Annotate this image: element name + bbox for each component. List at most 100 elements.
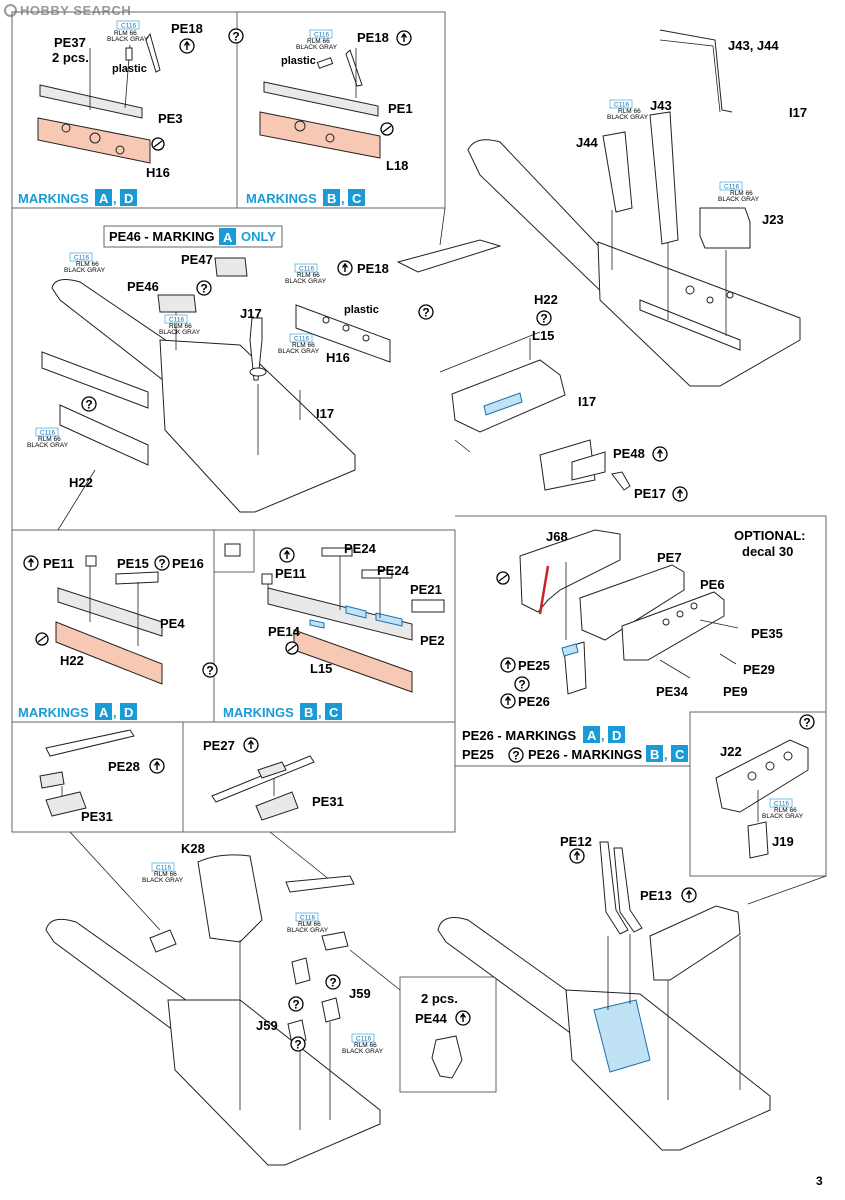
svg-text:BLACK GRAY: BLACK GRAY <box>607 114 649 121</box>
color-callout: C116 RLM 66 BLACK GRAY <box>159 314 201 336</box>
label-pe12: PE12 <box>560 834 592 849</box>
part-instrument-cover <box>649 905 741 981</box>
step-cockpit-side-panels <box>467 29 801 387</box>
either-side-icon <box>81 396 97 413</box>
svg-text:BLACK GRAY: BLACK GRAY <box>27 442 69 449</box>
label-pe24: PE24 <box>344 541 377 556</box>
label-pe16: PE16 <box>172 556 204 571</box>
label-j17: J17 <box>240 306 262 321</box>
callout-line-h22 <box>57 469 96 531</box>
svg-text:C116: C116 <box>356 1036 371 1043</box>
step-j22-j19 <box>715 739 809 859</box>
part-j43-j44-sketch <box>659 29 733 113</box>
label-i17: I17 <box>789 105 807 120</box>
part-j19 <box>747 821 769 859</box>
label-pe14: PE14 <box>268 624 301 639</box>
label-j68: J68 <box>546 529 568 544</box>
svg-text:C116: C116 <box>40 430 55 437</box>
part-h22-small <box>59 404 149 466</box>
either-side-icon <box>514 676 530 693</box>
color-callout: C116 RLM 66 BLACK GRAY <box>296 29 338 51</box>
etch-side-up-icon <box>243 737 259 753</box>
panel-frames <box>11 11 827 1093</box>
part-pe28-belt <box>45 729 135 757</box>
part-pe7 <box>579 564 685 641</box>
label-plastic: plastic <box>281 55 316 67</box>
label-pe18-b: PE18 <box>357 30 389 45</box>
svg-text:ONLY: ONLY <box>241 229 276 244</box>
svg-text:C116: C116 <box>74 255 89 262</box>
etch-side-up-icon <box>500 693 516 709</box>
etch-side-up-icon <box>337 260 353 276</box>
svg-text:C116: C116 <box>300 915 315 922</box>
svg-text:MARKINGS: MARKINGS <box>223 705 294 720</box>
svg-text:,: , <box>318 705 322 720</box>
panel-pe44 <box>399 976 497 1093</box>
step-pe27-pe31 <box>211 755 315 821</box>
label-i17-b: I17 <box>316 406 334 421</box>
color-callout: C116 RLM 66 BLACK GRAY <box>107 20 149 43</box>
label-pe37: PE37 <box>54 35 86 50</box>
either-side-icon <box>536 310 552 327</box>
svg-text:RLM 66: RLM 66 <box>114 30 137 37</box>
label-pe46: PE46 <box>127 279 159 294</box>
color-callout: C116 RLM 66 BLACK GRAY <box>64 252 106 274</box>
part-pe17 <box>611 471 631 491</box>
label-pe29: PE29 <box>743 662 775 677</box>
label-l18: L18 <box>386 158 408 173</box>
part-j43 <box>649 111 679 245</box>
svg-text:B: B <box>304 705 313 720</box>
label-j43-j44: J43, J44 <box>728 38 779 53</box>
svg-text:C116: C116 <box>774 801 789 808</box>
part-pe6 <box>621 591 725 661</box>
color-callout: C116 RLM 66 BLACK GRAY <box>278 333 320 355</box>
part-pe44 <box>431 1035 463 1079</box>
part-pe14 <box>309 619 325 629</box>
label-pe44-count: 2 pcs. <box>421 991 458 1006</box>
svg-text:D: D <box>124 191 133 206</box>
label-decal-30: decal 30 <box>742 544 793 559</box>
part-cockpit-tub-bottom-left <box>167 999 381 1166</box>
label-pe27: PE27 <box>203 738 235 753</box>
svg-text:A: A <box>99 705 109 720</box>
svg-text:BLACK GRAY: BLACK GRAY <box>64 267 106 274</box>
svg-text:RLM 66: RLM 66 <box>730 190 753 197</box>
part-pe18-lever <box>145 32 161 73</box>
part-side-rail <box>41 351 149 409</box>
part-pe47 <box>214 257 248 277</box>
part-j59-b <box>321 997 341 1023</box>
svg-text:PE25: PE25 <box>462 747 494 762</box>
svg-text:,: , <box>113 705 117 720</box>
label-optional: OPTIONAL: <box>734 528 806 543</box>
svg-text:BLACK GRAY: BLACK GRAY <box>762 813 804 820</box>
panel-belts <box>11 722 456 833</box>
markings-b-c-top: MARKINGS B , C <box>246 189 365 206</box>
svg-text:MARKINGS: MARKINGS <box>246 191 317 206</box>
part-pe12-belt <box>599 841 629 935</box>
etch-side-up-icon <box>149 758 165 774</box>
label-pe28: PE28 <box>108 759 140 774</box>
part-pe48 <box>571 451 606 481</box>
markings-pe26: PE26 - MARKINGS A , D <box>462 726 625 743</box>
color-callout: C116 RLM 66 BLACK GRAY <box>285 263 327 285</box>
svg-text:C116: C116 <box>294 336 309 343</box>
step-pe3-h16 <box>37 32 165 164</box>
label-pe31-b: PE31 <box>312 794 344 809</box>
label-l15: L15 <box>532 328 554 343</box>
svg-text:PE26 - MARKINGS: PE26 - MARKINGS <box>528 747 642 762</box>
etch-side-up-icon <box>396 30 412 46</box>
either-side-icon <box>418 304 434 321</box>
label-h22-b: H22 <box>534 292 558 307</box>
color-callout: C116 RLM 66 BLACK GRAY <box>762 798 804 820</box>
part-j22 <box>715 739 809 813</box>
label-pe11-b: PE11 <box>275 566 306 581</box>
hobby-search-logo-icon <box>4 4 17 17</box>
etch-side-up-icon <box>279 547 295 563</box>
part-pe31-b <box>255 791 299 821</box>
label-pe31: PE31 <box>81 809 113 824</box>
color-callout: C116 RLM 66 BLACK GRAY <box>142 862 184 884</box>
label-pe26: PE26 <box>518 694 550 709</box>
part-pe27-belt <box>211 755 315 803</box>
markings-a-d-top: MARKINGS A , D <box>18 189 137 206</box>
